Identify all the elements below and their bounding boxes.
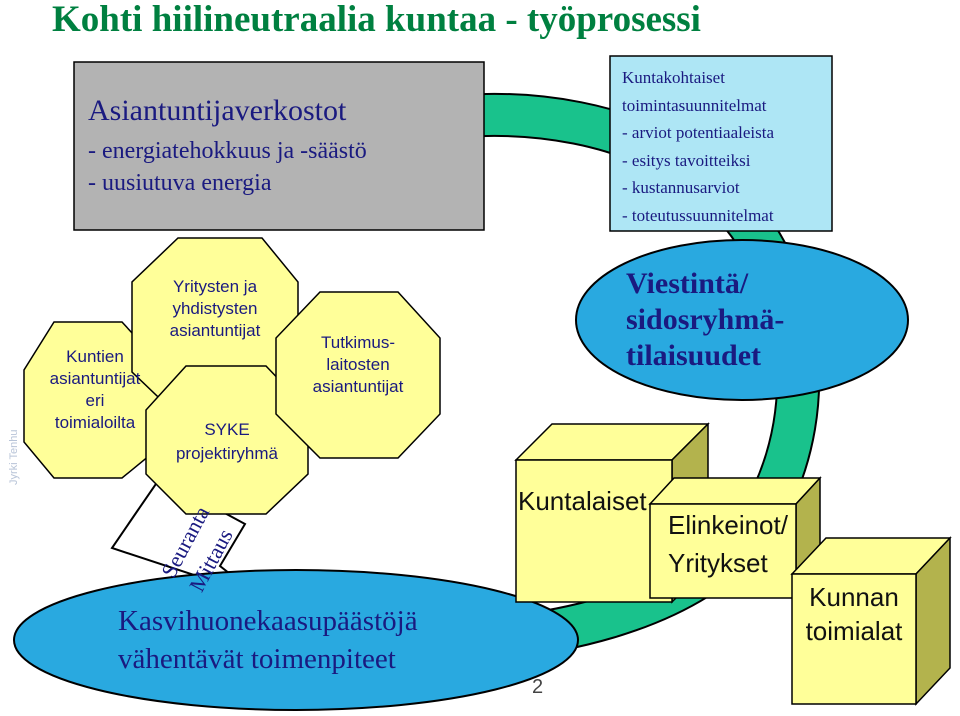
companies-experts-line: Yritysten ja (172, 277, 258, 296)
action-plans-line: - esitys tavoitteiksi (622, 150, 751, 170)
residents-label: Kuntalaiset (518, 486, 647, 516)
expert-networks-line: - uusiutuva energia (88, 170, 272, 196)
municipal-sectors-line: toimialat (805, 616, 903, 646)
reduction-measures-line: vähentävät toimenpiteet (118, 643, 396, 675)
page-title: Kohti hiilineutraalia kuntaa - työproses… (52, 0, 701, 40)
syke-line: SYKE (204, 420, 250, 439)
municipal-sectors-label: Kunnan toimialat (792, 580, 916, 648)
companies-experts-text: Yritysten ja yhdistysten asiantuntijat (132, 276, 298, 342)
business-label: Elinkeinot/ Yritykset (668, 506, 788, 582)
companies-experts-line: asiantuntijat (169, 321, 261, 340)
communication-line: sidosryhmä- (626, 303, 785, 336)
communication-line: Viestintä/ (626, 267, 749, 300)
municipal-experts-line: eri (85, 391, 105, 410)
municipal-sectors-cube (790, 536, 952, 706)
business-cube (648, 476, 822, 600)
reduction-measures-line: Kasvihuonekaasupäästöjä (118, 605, 418, 637)
expert-networks-heading: Asiantuntijaverkostot (88, 94, 347, 127)
municipal-experts-line: asiantuntijat (49, 369, 141, 388)
research-experts-octagon (275, 291, 441, 459)
action-plans-line: - toteutussuunnitelmat (622, 205, 774, 225)
action-plans-line: Kuntakohtaiset (622, 68, 725, 87)
action-plans-box (609, 55, 833, 232)
reduction-measures-text: Kasvihuonekaasupäästöjä vähentävät toime… (118, 602, 418, 678)
business-line: Elinkeinot/ (668, 510, 788, 540)
expert-networks-box (73, 61, 485, 231)
communication-text: Viestintä/ sidosryhmä- tilaisuudet (626, 266, 784, 374)
communication-ellipse (575, 239, 909, 401)
action-plans-line: toimintasuunnitelmat (622, 95, 767, 115)
research-experts-line: laitosten (326, 355, 390, 374)
reduction-measures-ellipse (13, 569, 579, 711)
research-experts-line: Tutkimus- (321, 333, 395, 352)
page-number: 2 (532, 676, 544, 698)
municipal-experts-text: Kuntien asiantuntijat eri toimialoilta (24, 346, 166, 434)
business-line: Yritykset (668, 548, 768, 578)
municipal-sectors-line: Kunnan (809, 582, 899, 612)
companies-experts-line: yhdistysten (172, 299, 258, 318)
syke-line: projektiryhmä (175, 444, 279, 463)
syke-text: SYKE projektiryhmä (146, 418, 308, 466)
action-plans-line: - arviot potentiaaleista (622, 123, 774, 142)
research-experts-line: asiantuntijat (312, 377, 404, 396)
action-plans-line: - kustannusarviot (622, 178, 740, 197)
municipal-experts-line: toimialoilta (54, 413, 136, 432)
action-plans-text: Kuntakohtaiset toimintasuunnitelmat - ar… (622, 64, 774, 229)
expert-networks-line: - energiatehokkuus ja -säästö (88, 138, 367, 164)
author-watermark: Jyrki Tenhu (8, 429, 20, 485)
municipal-experts-line: Kuntien (66, 347, 124, 366)
communication-line: tilaisuudet (626, 339, 762, 372)
research-experts-text: Tutkimus- laitosten asiantuntijat (286, 332, 430, 398)
